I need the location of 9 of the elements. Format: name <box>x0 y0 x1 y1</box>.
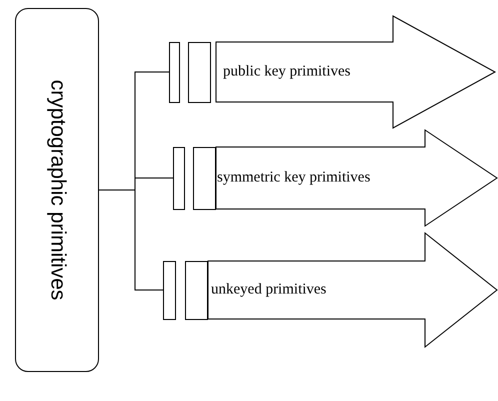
arrow-label: unkeyed primitives <box>211 282 326 298</box>
arrow-banner <box>163 233 497 347</box>
arrow-label: public key primitives <box>223 64 350 80</box>
connector-line <box>98 190 164 290</box>
box-label: cryptographic primitives <box>45 80 69 300</box>
rounded-box <box>15 8 99 372</box>
arrow-banner <box>173 130 497 226</box>
arrow-banner <box>169 16 495 128</box>
arrow-label: symmetric key primitives <box>217 170 370 186</box>
